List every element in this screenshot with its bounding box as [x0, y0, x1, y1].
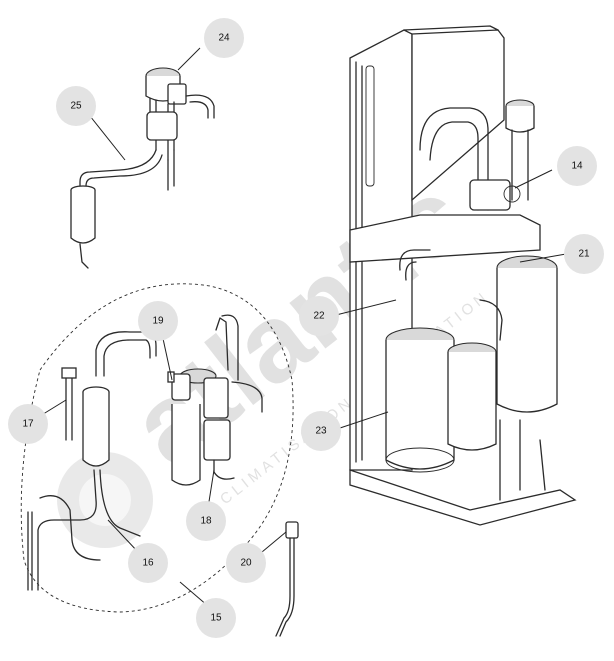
callout-23: 23	[301, 411, 341, 451]
svg-text:21: 21	[578, 249, 590, 260]
svg-text:17: 17	[22, 419, 34, 430]
group-boundary-15	[20, 283, 294, 613]
leader-lines	[39, 47, 567, 607]
outdoor-unit-assembly	[349, 25, 577, 526]
svg-text:23: 23	[315, 426, 327, 437]
svg-text:24: 24	[218, 33, 230, 44]
callout-15: 15	[196, 598, 236, 638]
pipe-assembly-16-17	[27, 331, 157, 591]
svg-text:15: 15	[210, 613, 222, 624]
callout-24: 24	[204, 18, 244, 58]
callout-19: 19	[138, 301, 178, 341]
callout-22: 22	[299, 296, 339, 336]
callout-20: 20	[226, 543, 266, 583]
callout-16: 16	[128, 543, 168, 583]
svg-text:16: 16	[142, 558, 154, 569]
svg-text:25: 25	[70, 101, 82, 112]
svg-text:19: 19	[152, 316, 164, 327]
valve-assembly-18-19	[167, 314, 263, 486]
valve-assembly-24-25	[70, 67, 215, 269]
callout-14: 14	[557, 146, 597, 186]
callout-25: 25	[56, 86, 96, 126]
svg-text:14: 14	[571, 161, 583, 172]
watermark-logo-inner	[79, 474, 131, 526]
sensor-20	[275, 521, 299, 637]
callout-17: 17	[8, 404, 48, 444]
callout-21: 21	[564, 234, 604, 274]
svg-text:20: 20	[240, 558, 252, 569]
svg-text:18: 18	[200, 516, 212, 527]
svg-text:22: 22	[313, 311, 325, 322]
callout-18: 18	[186, 501, 226, 541]
